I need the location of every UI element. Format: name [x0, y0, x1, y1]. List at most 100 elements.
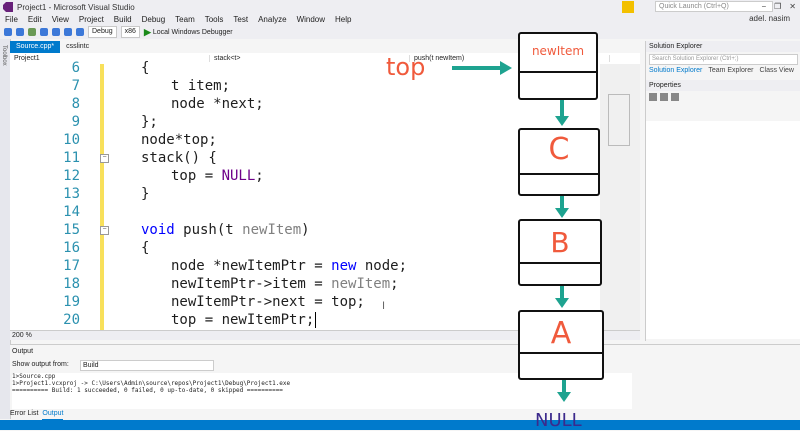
- menu-project[interactable]: Project: [78, 15, 104, 24]
- top-label: top: [386, 53, 426, 81]
- menu-file[interactable]: File: [5, 15, 18, 24]
- platform-dropdown[interactable]: x86: [120, 26, 140, 38]
- top-arrow-line: [452, 66, 502, 70]
- code-line: top = NULL;: [171, 168, 264, 184]
- menu-team[interactable]: Team: [175, 15, 195, 24]
- output-panel: Output Show output from: Build 1>Source.…: [10, 344, 800, 411]
- link-arrow-line: [562, 380, 566, 394]
- output-title: Output: [12, 348, 34, 355]
- tab-output[interactable]: Output: [42, 410, 64, 420]
- line-number: 19: [63, 294, 80, 310]
- undo-icon[interactable]: [64, 28, 72, 36]
- open-icon[interactable]: [40, 28, 48, 36]
- member-dropdown[interactable]: push(t newItem): [410, 55, 610, 62]
- tab-error-list[interactable]: Error List: [10, 410, 39, 417]
- back-icon[interactable]: [4, 28, 12, 36]
- code-line: void push(t newItem): [141, 222, 310, 238]
- wrench-icon[interactable]: [671, 93, 679, 101]
- code-line: t item;: [171, 78, 231, 94]
- node-label: B: [550, 226, 570, 259]
- tab-source-cpp[interactable]: Source.cpp*: [10, 41, 61, 53]
- solution-search-input[interactable]: Search Solution Explorer (Ctrl+;): [649, 54, 798, 65]
- tab-class-view[interactable]: Class View: [759, 67, 794, 74]
- tab-csslintc[interactable]: csslintc: [66, 43, 90, 50]
- play-icon: ▶: [143, 26, 151, 37]
- code-line: stack() {: [141, 150, 217, 166]
- collapse-toggle[interactable]: −: [100, 154, 109, 163]
- node-a: A: [518, 310, 604, 380]
- user-account[interactable]: adel. nasim: [749, 14, 790, 23]
- menu-edit[interactable]: Edit: [27, 15, 42, 24]
- redo-icon[interactable]: [76, 28, 84, 36]
- close-button[interactable]: ✕: [789, 2, 796, 11]
- scrollbar-overview[interactable]: [600, 64, 640, 330]
- line-number: 15: [63, 222, 80, 238]
- tab-team-explorer[interactable]: Team Explorer: [708, 67, 754, 74]
- collapse-toggle[interactable]: −: [100, 226, 109, 235]
- line-number: 7: [71, 78, 80, 94]
- scroll-thumb[interactable]: [608, 94, 630, 146]
- scope-dropdown[interactable]: stack<t>: [210, 55, 410, 62]
- code-line: node*top;: [141, 132, 217, 148]
- menu-test[interactable]: Test: [233, 15, 249, 24]
- node-b: B: [518, 219, 602, 286]
- line-number: 11: [63, 150, 80, 166]
- node-newitem: newItem: [518, 32, 598, 100]
- feedback-icon[interactable]: [622, 1, 634, 13]
- document-tabs: Source.cpp* csslintc: [10, 41, 95, 53]
- project-dropdown[interactable]: Project1: [10, 55, 210, 62]
- menu-tools[interactable]: Tools: [204, 15, 224, 24]
- menu-build[interactable]: Build: [113, 15, 132, 24]
- menu-analyze[interactable]: Analyze: [258, 15, 287, 24]
- menu-window[interactable]: Window: [296, 15, 326, 24]
- zoom-level[interactable]: 200 %: [10, 330, 640, 340]
- link-arrow-head-icon: [557, 392, 571, 402]
- output-source-dropdown[interactable]: Build: [80, 360, 214, 371]
- run-debugger-button[interactable]: ▶ Local Windows Debugger: [144, 27, 233, 38]
- menu-debug[interactable]: Debug: [141, 15, 166, 24]
- minimize-button[interactable]: −: [761, 2, 767, 11]
- menu-view[interactable]: View: [51, 15, 69, 24]
- save-icon[interactable]: [52, 28, 60, 36]
- new-project-icon[interactable]: [28, 28, 36, 36]
- status-bar: [0, 420, 800, 430]
- node-divider: [520, 173, 598, 175]
- line-number: 18: [63, 276, 80, 292]
- window-controls: − ❐ ✕: [761, 2, 796, 11]
- node-divider: [520, 352, 602, 354]
- link-arrow-head-icon: [555, 116, 569, 126]
- quick-launch-input[interactable]: Quick Launch (Ctrl+Q): [655, 1, 773, 12]
- null-label: NULL: [535, 410, 582, 431]
- bottom-tabs: Error List Output: [10, 410, 64, 420]
- code-line: newItemPtr->next = top;: [171, 294, 365, 310]
- tab-solution-explorer[interactable]: Solution Explorer: [649, 67, 703, 74]
- link-arrow-line: [560, 196, 564, 210]
- code-line: node *next;: [171, 96, 264, 112]
- line-number: 8: [71, 96, 80, 112]
- properties-toolbar: [649, 93, 798, 105]
- node-divider: [520, 262, 600, 264]
- configuration-dropdown[interactable]: Debug: [88, 26, 117, 38]
- line-number: 10: [63, 132, 80, 148]
- node-label: A: [550, 316, 572, 351]
- menu-help[interactable]: Help: [335, 15, 352, 24]
- toolbar: Debug x86 ▶ Local Windows Debugger: [0, 25, 800, 39]
- solution-explorer-title: Solution Explorer: [646, 41, 800, 52]
- link-arrow-head-icon: [555, 298, 569, 308]
- code-line: top = newItemPtr;: [171, 312, 317, 328]
- categorized-icon[interactable]: [649, 93, 657, 101]
- code-line: node *newItemPtr = new node;: [171, 258, 408, 274]
- node-label: newItem: [531, 44, 585, 58]
- toolbox-label: Toolbox: [1, 45, 7, 66]
- code-editor[interactable]: 6 7 8 9 10 11 12 13 14 15 16 17 18 19 20…: [10, 60, 640, 330]
- node-divider: [520, 71, 596, 73]
- line-number: 9: [71, 114, 80, 130]
- title-bar: Project1 - Microsoft Visual Studio: [0, 0, 800, 14]
- line-number: 20: [63, 312, 80, 328]
- code-line: {: [141, 240, 150, 256]
- maximize-button[interactable]: ❐: [774, 2, 782, 11]
- code-line: {: [141, 60, 150, 76]
- code-line: };: [141, 114, 158, 130]
- alphabetical-icon[interactable]: [660, 93, 668, 101]
- forward-icon[interactable]: [16, 28, 24, 36]
